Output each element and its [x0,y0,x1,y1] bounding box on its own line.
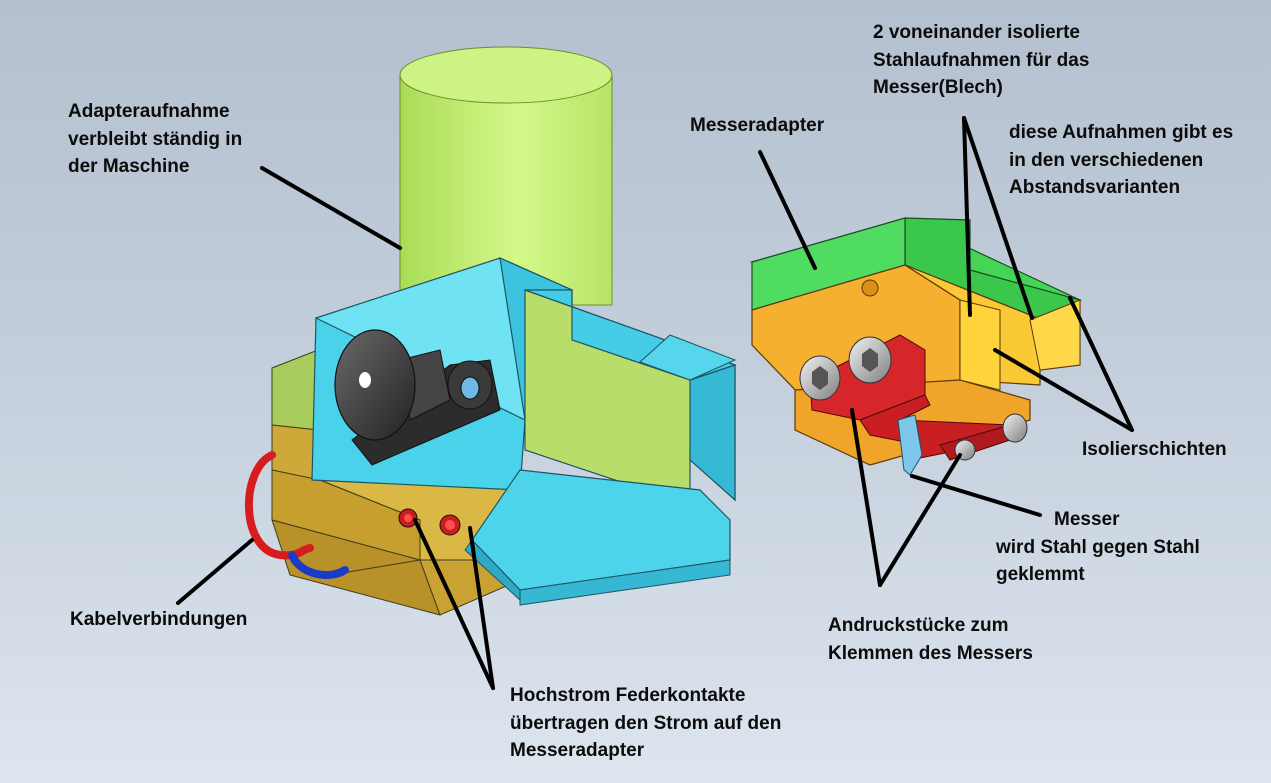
label-isolierschichten: Isolierschichten [1082,436,1227,464]
label-abstandsvarianten: diese Aufnahmen gibt es in den verschied… [1009,119,1233,202]
label-line: geklemmt [996,564,1085,585]
label-line: Stahlaufnahmen für das [873,49,1090,71]
label-line: Isolierschichten [1082,439,1227,460]
label-line: Hochstrom Federkontakte [510,685,746,706]
label-andruckstuecke: Andruckstücke zum Klemmen des Messers [828,612,1033,667]
leader-isolier-2 [993,348,1134,432]
label-line: Klemmen des Messers [828,642,1033,664]
leader-isolier-1 [1068,296,1134,432]
label-line: Kabelverbindungen [70,609,248,630]
locking-knob [334,329,501,466]
socket-screws [799,336,1028,461]
label-line: Messer [1054,509,1120,530]
label-stahlaufnahmen: 2 voneinander isolierte Stahlaufnahmen f… [873,19,1089,102]
leader-adapteraufnahme [260,166,402,250]
leader-kabel [176,538,254,605]
label-line: 2 voneinander isolierte [873,22,1080,43]
leader-feder-2 [468,526,495,690]
leader-messeradapter [758,150,817,270]
leader-feder-1 [413,518,495,690]
label-line: Messeradapter [510,740,645,761]
blade-adapter-assembly [749,217,1083,476]
label-federkontakte: Hochstrom Federkontakte übertragen den S… [510,682,781,765]
leader-andruck-2 [878,453,962,587]
label-kabelverbindungen: Kabelverbindungen [70,606,247,634]
leader-lines [176,116,1134,690]
leader-andruck-1 [850,408,882,587]
label-adapteraufnahme: Adapteraufnahme verbleibt ständig in der… [68,98,242,181]
label-line: Messeradapter [690,115,825,136]
label-line: in den verschiedenen [1009,149,1204,171]
label-line: Messer(Blech) [873,77,1003,98]
label-line: diese Aufnahmen gibt es [1009,122,1234,143]
label-messeradapter: Messeradapter [690,112,824,140]
cable-connections [244,451,349,579]
leader-stahlaufnahme-1 [962,116,972,317]
label-line: verbleibt ständig in [68,128,243,150]
label-line: Adapteraufnahme [68,101,230,122]
leader-messer [910,474,1042,517]
label-line: der Maschine [68,156,190,177]
spring-contacts [398,508,461,536]
label-line: Abstandsvarianten [1009,177,1181,198]
label-line: wird Stahl gegen Stahl [996,536,1200,558]
label-line: Andruckstücke zum [828,615,1009,636]
leader-stahlaufnahme-2 [962,116,1034,320]
label-line: übertragen den Strom auf den [510,712,782,734]
blade [897,414,923,476]
blade-adapter-top [749,217,1083,336]
adapter-holder-assembly [244,46,737,616]
label-messer: Messer wird Stahl gegen Stahl geklemmt [996,506,1200,589]
